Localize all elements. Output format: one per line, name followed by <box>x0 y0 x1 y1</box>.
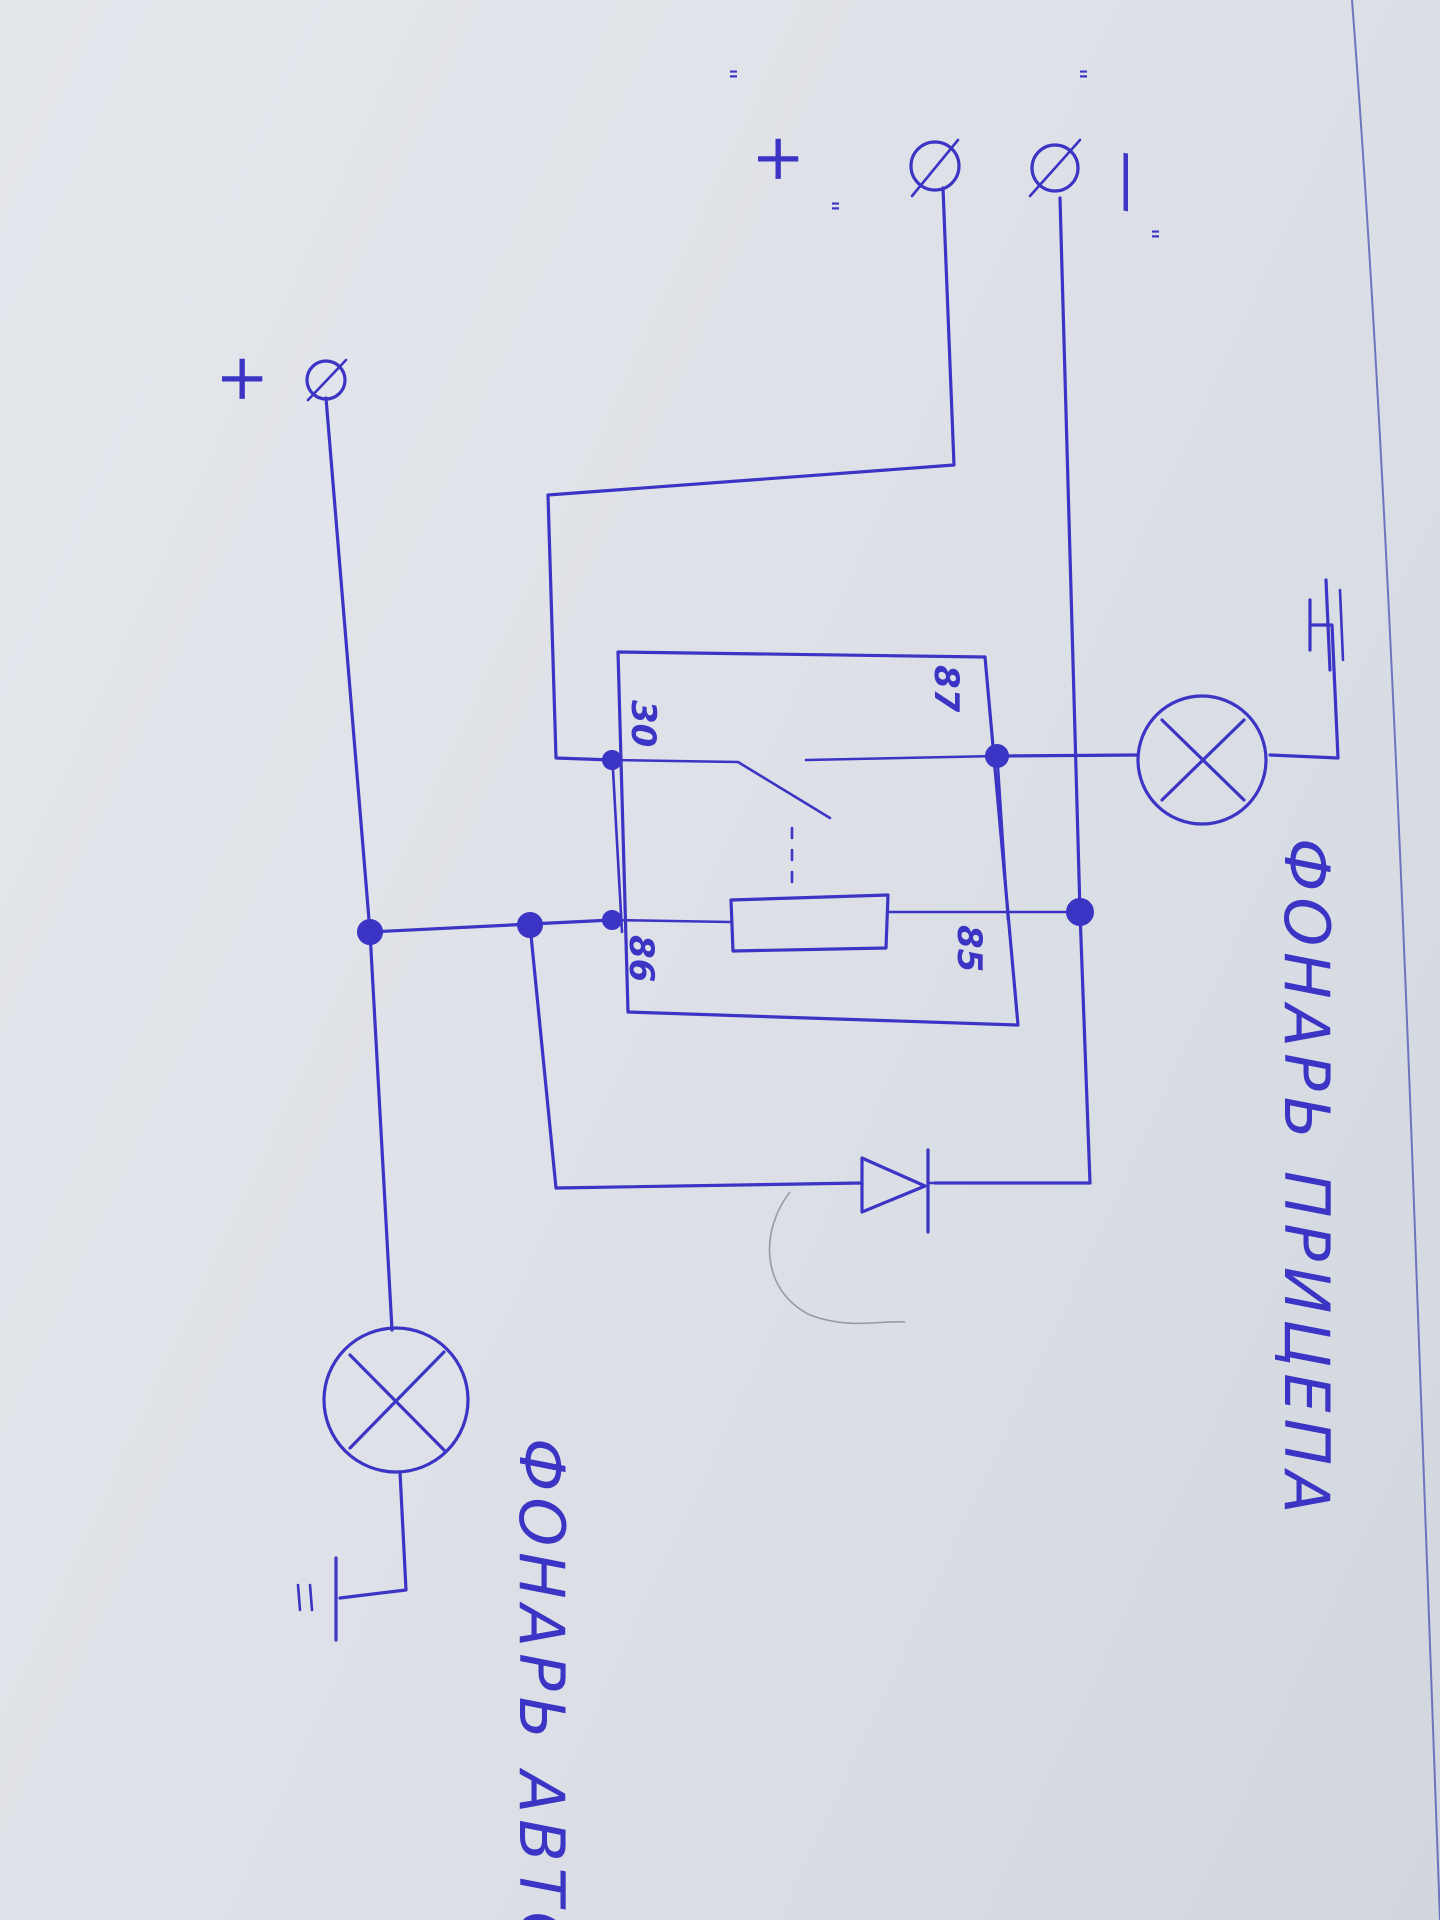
car-lamp-cross-a <box>348 1353 446 1452</box>
wire-trailer-plus <box>546 186 956 762</box>
diode <box>848 1148 940 1234</box>
relay-terminal-85: 85 <box>949 925 989 972</box>
relay-rail-left <box>610 750 624 934</box>
ditto-mark-2: " <box>1061 68 1091 80</box>
caption-trailer-lamp: ФОНАРЬ ПРИЦЕПА <box>1270 838 1343 1520</box>
relay-box <box>616 650 1020 1027</box>
pencil-mark <box>768 1191 906 1325</box>
plus-sign-car: + <box>206 352 280 406</box>
wire-trailer-minus <box>1058 196 1082 914</box>
wire-86-bus <box>368 918 614 934</box>
diode-triangle <box>860 1156 927 1214</box>
relay-coil <box>729 893 890 953</box>
ground-icon-bar-2 <box>1324 578 1332 672</box>
wire-diode-branch <box>528 923 864 1190</box>
terminal-car-plus <box>305 358 348 402</box>
plus-sign-trailer: + <box>742 132 816 186</box>
notebook-margin-line <box>1351 0 1440 1920</box>
caption-car-lamp: ФОНАРЬ АВТО <box>505 1438 578 1920</box>
junction-30 <box>602 750 622 770</box>
ground-icon-bar-3 <box>296 1583 302 1612</box>
junctions <box>357 744 1094 945</box>
minus-sign-trailer: — <box>1092 150 1166 214</box>
wiring <box>324 186 1340 1600</box>
terminal-slash <box>1028 138 1082 198</box>
terminal-trailer-plus <box>909 138 961 198</box>
relay-switch-contact <box>610 758 832 820</box>
terminal-icon <box>1030 143 1080 193</box>
trailer-lamp-bulb <box>1136 694 1268 826</box>
trailer-lamp-cross-b <box>1160 718 1246 802</box>
terminal-slash <box>306 358 348 402</box>
ground-icon-bar-2 <box>308 1583 314 1612</box>
trailer-lamp <box>1136 694 1268 826</box>
wire-car-lamp-ground <box>338 1470 408 1600</box>
ditto-mark-3: " <box>813 200 843 212</box>
wire-diode-to-85 <box>933 910 1092 1185</box>
relay-terminal-86: 86 <box>621 935 661 982</box>
terminal-trailer-minus <box>1028 138 1082 198</box>
car-lamp-cross-b <box>348 1350 446 1450</box>
wire-trailer-lamp-ground <box>1268 623 1340 760</box>
relay-terminal-87: 87 <box>926 665 966 713</box>
junction-car-plus <box>357 919 383 945</box>
terminal-icon <box>909 140 961 192</box>
car-lamp <box>322 1326 470 1474</box>
wire-87-to-lamp <box>995 753 1140 758</box>
relay-terminal-30: 30 <box>623 700 663 747</box>
terminal-slash <box>910 138 960 198</box>
junction-86-diode <box>517 912 543 938</box>
terminal-icon <box>305 359 347 401</box>
junction-85 <box>1066 898 1094 926</box>
ditto-mark-1: " <box>711 68 741 80</box>
junction-86 <box>602 910 622 930</box>
junction-87 <box>985 744 1009 768</box>
wire-car-plus <box>324 396 394 1332</box>
relay-87-contact <box>804 754 999 762</box>
ground-icon-bar-3 <box>1338 588 1345 662</box>
ditto-mark-4: " <box>1133 228 1163 240</box>
relay <box>610 650 1082 1027</box>
coil-lead-left <box>610 918 733 924</box>
car-ground-symbol <box>296 1556 338 1642</box>
car-lamp-bulb <box>322 1326 470 1474</box>
relay-rail-right <box>995 750 1010 922</box>
trailer-ground-symbol <box>1308 578 1345 672</box>
